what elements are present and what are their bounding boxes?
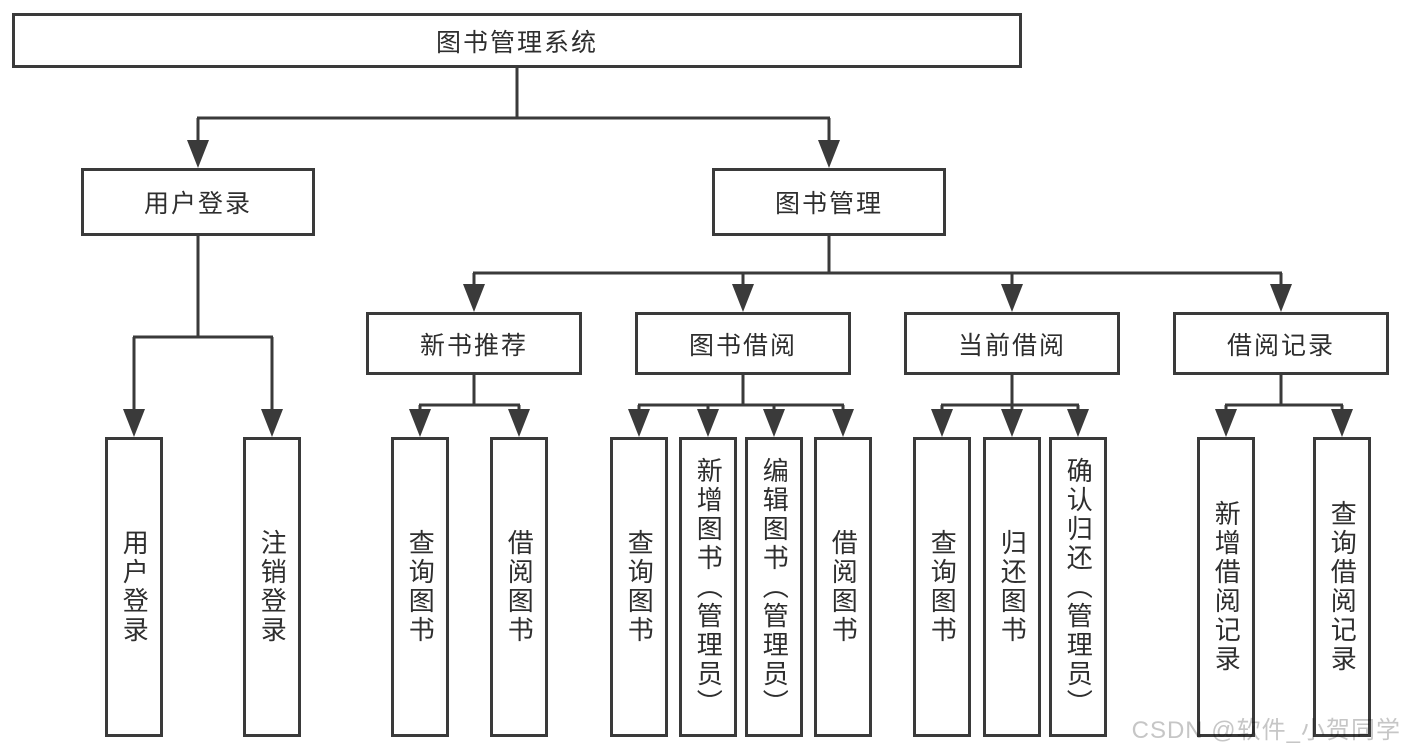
leaf-add-book-admin-label: 新增图书（管理员） <box>693 456 724 718</box>
leaf-user-login-label: 用户登录 <box>119 529 150 645</box>
node-book-management-label: 图书管理 <box>774 190 883 218</box>
csdn-watermark: CSDN @软件_小贺同学 <box>1131 717 1401 744</box>
leaf-query-books-current-label: 查询图书 <box>927 529 958 645</box>
leaf-query-borrow-record-label: 查询借阅记录 <box>1327 500 1358 674</box>
leaf-edit-book-admin: 编辑图书（管理员） <box>745 437 803 737</box>
leaf-add-borrow-record-label: 新增借阅记录 <box>1211 500 1242 674</box>
leaf-return-book-label: 归还图书 <box>997 529 1028 645</box>
leaf-logout-label: 注销登录 <box>257 529 288 645</box>
node-current-borrow: 当前借阅 <box>904 312 1120 375</box>
leaf-query-books-borrow: 查询图书 <box>610 437 668 737</box>
leaf-confirm-return-admin: 确认归还（管理员） <box>1049 437 1107 737</box>
node-user-login: 用户登录 <box>81 168 315 236</box>
leaf-edit-book-admin-label: 编辑图书（管理员） <box>759 456 790 718</box>
leaf-query-books-borrow-label: 查询图书 <box>624 529 655 645</box>
node-book-borrow: 图书借阅 <box>635 312 851 375</box>
node-root: 图书管理系统 <box>12 13 1022 68</box>
leaf-logout: 注销登录 <box>243 437 301 737</box>
node-book-borrow-label: 图书借阅 <box>688 331 797 360</box>
leaf-confirm-return-admin-label: 确认归还（管理员） <box>1063 456 1094 718</box>
leaf-query-books-recommend: 查询图书 <box>391 437 449 737</box>
node-current-borrow-label: 当前借阅 <box>957 331 1066 360</box>
leaf-query-borrow-record: 查询借阅记录 <box>1313 437 1371 737</box>
node-book-management: 图书管理 <box>712 168 946 236</box>
node-borrow-records-label: 借阅记录 <box>1226 331 1335 360</box>
leaf-add-book-admin: 新增图书（管理员） <box>679 437 737 737</box>
node-new-book-recommend: 新书推荐 <box>366 312 582 375</box>
leaf-user-login: 用户登录 <box>105 437 163 737</box>
leaf-borrow-books: 借阅图书 <box>814 437 872 737</box>
node-new-book-recommend-label: 新书推荐 <box>419 331 528 360</box>
node-user-login-label: 用户登录 <box>143 190 252 218</box>
leaf-query-books-current: 查询图书 <box>913 437 971 737</box>
leaf-borrow-books-recommend-label: 借阅图书 <box>504 529 535 645</box>
node-root-label: 图书管理系统 <box>435 28 598 57</box>
leaf-return-book: 归还图书 <box>983 437 1041 737</box>
leaf-borrow-books-label: 借阅图书 <box>828 529 859 645</box>
leaf-query-books-recommend-label: 查询图书 <box>405 529 436 645</box>
leaf-borrow-books-recommend: 借阅图书 <box>490 437 548 737</box>
node-borrow-records: 借阅记录 <box>1173 312 1389 375</box>
leaf-add-borrow-record: 新增借阅记录 <box>1197 437 1255 737</box>
